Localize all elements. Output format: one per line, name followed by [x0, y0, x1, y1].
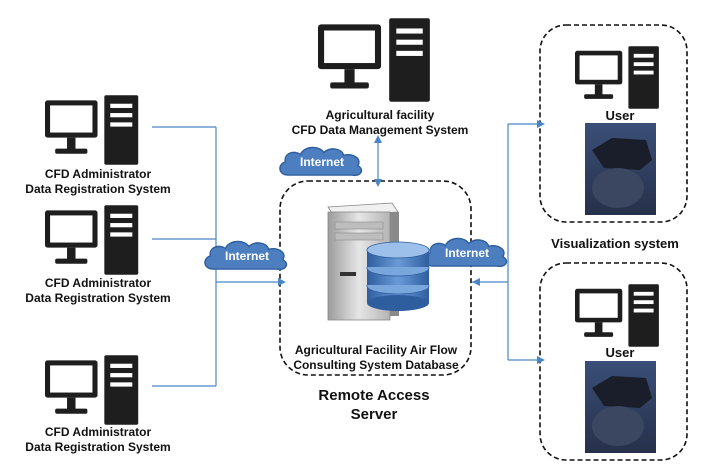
internet-label-top: Internet: [299, 155, 345, 169]
computer-icon-admin-2: [45, 205, 139, 275]
computer-icon-user-1: [575, 46, 659, 109]
internet-label-right: Internet: [444, 246, 490, 260]
database-icon: [366, 241, 430, 311]
computer-icon-admin-3: [45, 355, 139, 425]
computer-icon-user-2: [575, 284, 659, 347]
vr-user-photo-2: [585, 361, 656, 453]
internet-label-left: Internet: [224, 249, 270, 263]
vr-user-photo-1: [585, 123, 656, 215]
computer-icon-management: [318, 18, 430, 102]
user-label-2: User: [605, 345, 635, 360]
user-label-1: User: [605, 108, 635, 123]
connector-arrowheads: [278, 120, 545, 364]
computer-icon-admin-1: [45, 95, 139, 165]
visualization-system-label: Visualization system: [551, 236, 679, 251]
